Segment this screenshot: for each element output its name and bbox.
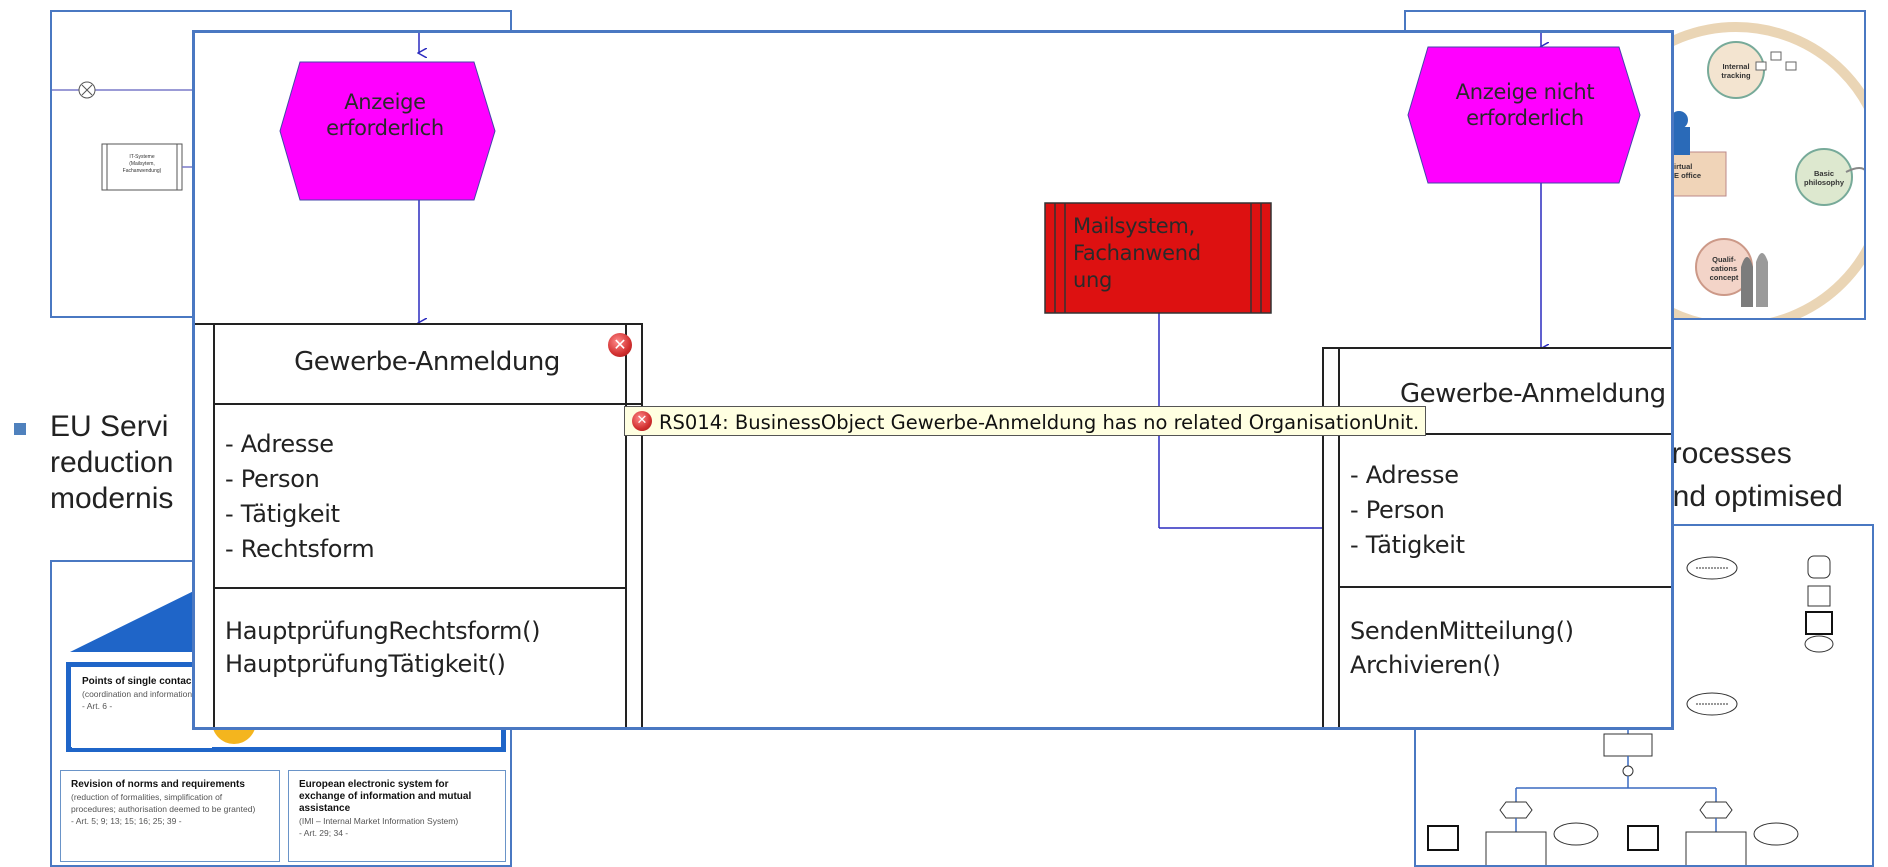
class-right-method-1: SendenMitteilung() — [1350, 617, 1574, 646]
class-right-attr-2: - Person — [1350, 496, 1445, 525]
electronic-system-subtitle: (IMI – Internal Market Information Syste… — [299, 815, 495, 827]
electronic-system-title: European electronic system for exchange … — [299, 779, 495, 815]
basic-philosophy-label: Basic philosophy — [1798, 169, 1850, 187]
points-of-contact-subtitle: (coordination and information — [82, 688, 202, 700]
error-tooltip: ✕ RS014: BusinessObject Gewerbe-Anmeldun… — [624, 406, 1426, 436]
bullet-marker — [14, 423, 26, 435]
bullet-right-2: and optimised — [1656, 480, 1843, 514]
class-right-method-2: Archivieren() — [1350, 651, 1501, 680]
points-of-contact-title: Points of single contac — [82, 676, 202, 688]
electronic-system-box: European electronic system for exchange … — [288, 770, 506, 862]
class-right-title: Gewerbe-Anmeldung — [1400, 379, 1666, 409]
electronic-system-article: - Art. 29; 34 - — [299, 827, 495, 839]
class-right-attr-3: - Tätigkeit — [1350, 531, 1465, 560]
revision-norms-title: Revision of norms and requirements — [71, 779, 269, 791]
class-right-attr-1: - Adresse — [1350, 461, 1459, 490]
error-icon: ✕ — [632, 411, 652, 431]
virtual-office-label: irtual E office — [1674, 162, 1718, 180]
revision-norms-box: Revision of norms and requirements (redu… — [60, 770, 280, 862]
class-left-attr-2: - Person — [225, 465, 320, 494]
error-tooltip-text: RS014: BusinessObject Gewerbe-Anmeldung … — [659, 411, 1419, 434]
revision-norms-article: - Art. 5; 9; 13; 15; 16; 25; 39 - — [71, 815, 269, 827]
class-left-method-1: HauptprüfungRechtsform() — [225, 617, 540, 646]
event-right-label[interactable]: Anzeige nicht erforderlich — [1425, 79, 1625, 131]
bullet-line-1: EU Servi — [50, 410, 168, 444]
internal-tracking-label: Internal tracking — [1714, 62, 1758, 80]
points-of-contact-box: Points of single contac (coordination an… — [72, 668, 212, 748]
class-left-attr-4: - Rechtsform — [225, 535, 374, 564]
bullet-line-3: modernis — [50, 482, 173, 516]
modeling-canvas[interactable]: Anzeige erforderlich Anzeige nicht erfor… — [192, 30, 1674, 730]
qualifications-label: Qualif- cations concept — [1700, 255, 1748, 282]
revision-norms-subtitle: (reduction of formalities, simplificatio… — [71, 791, 269, 815]
class-left-title: Gewerbe-Anmeldung — [213, 347, 641, 377]
system-label[interactable]: Mailsystem, Fachanwend ung — [1073, 213, 1249, 294]
class-box-right[interactable]: Gewerbe-Anmeldung - Adresse - Person - T… — [1322, 347, 1674, 730]
class-left-attr-3: - Tätigkeit — [225, 500, 340, 529]
points-of-contact-article: - Art. 6 - — [82, 700, 202, 712]
event-left-label[interactable]: Anzeige erforderlich — [295, 89, 475, 141]
it-systems-label: IT-Systeme (Mailsytem, Fachanwendung) — [107, 154, 177, 175]
bullet-right-1: processes — [1655, 437, 1792, 471]
class-left-method-2: HauptprüfungTätigkeit() — [225, 650, 506, 679]
class-box-left[interactable]: Gewerbe-Anmeldung - Adresse - Person - T… — [195, 323, 643, 730]
class-left-attr-1: - Adresse — [225, 430, 334, 459]
bullet-line-2: reduction — [50, 446, 173, 480]
error-marker-icon[interactable]: ✕ — [608, 333, 632, 357]
